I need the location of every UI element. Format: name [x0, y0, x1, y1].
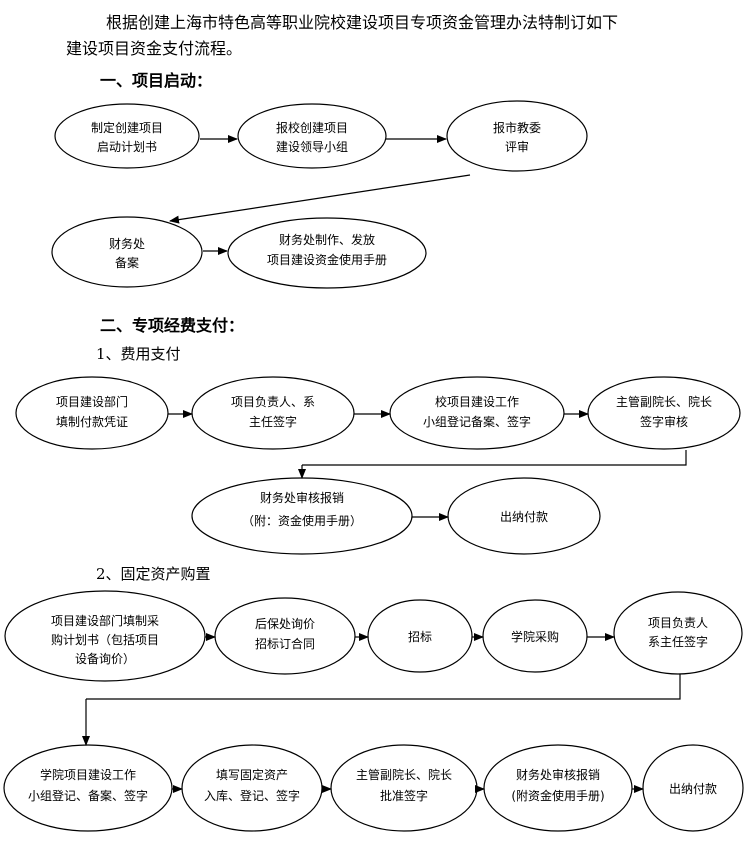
- svg-text:财务处制作、发放项目建设资金使用手册: 财务处制作、发放项目建设资金使用手册: [267, 232, 387, 267]
- svg-text:出纳付款: 出纳付款: [500, 510, 548, 524]
- svg-text:制定创建项目启动计划书: 制定创建项目启动计划书: [91, 120, 163, 154]
- intro-line-2: 建设项目资金支付流程。: [66, 39, 243, 58]
- svg-text:财务处审核报销(附资金使用手册): 财务处审核报销(附资金使用手册): [511, 767, 604, 803]
- section1-arrows: [169, 135, 471, 255]
- node-college-workgroup: 学院项目建设工作小组登记、备案、签字: [3, 744, 173, 832]
- svg-text:校项目建设工作小组登记备案、签字: 校项目建设工作小组登记备案、签字: [423, 394, 531, 429]
- node-cashier-pay: 出纳付款: [447, 477, 601, 555]
- sub1-arrows: [168, 410, 687, 521]
- section1-heading: 一、项目启动：: [100, 71, 213, 90]
- svg-text:报市教委评审: 报市教委评审: [493, 120, 541, 154]
- svg-text:项目建设部门填制采购计划书（包括项目设备询价）: 项目建设部门填制采购计划书（包括项目设备询价）: [51, 613, 159, 666]
- svg-text:财务处审核报销（附：资金使用手册）: 财务处审核报销（附：资金使用手册）: [242, 490, 362, 528]
- node-bidding: 招标: [367, 599, 473, 673]
- svg-text:项目建设部门填制付款凭证: 项目建设部门填制付款凭证: [56, 394, 128, 429]
- svg-text:项目负责人、系主任签字: 项目负责人、系主任签字: [231, 395, 315, 429]
- node-dean-approve: 主管副院长、院长批准签字: [330, 744, 478, 832]
- node-dean-review: 主管副院长、院长签字审核: [587, 376, 741, 450]
- svg-text:招标: 招标: [408, 630, 432, 644]
- intro-line-1: 根据创建上海市特色高等职业院校建设项目专项资金管理办法特制订如下: [106, 13, 619, 32]
- svg-text:财务处备案: 财务处备案: [109, 236, 145, 270]
- svg-text:主管副院长、院长签字审核: 主管副院长、院长签字审核: [616, 394, 712, 429]
- node-finance-reimburse-2: 财务处审核报销(附资金使用手册): [483, 744, 633, 832]
- node-finance-record: 财务处备案: [51, 216, 203, 288]
- svg-text:主管副院长、院长批准签字: 主管副院长、院长批准签字: [356, 767, 452, 803]
- intro-paragraph: 根据创建上海市特色高等职业院校建设项目专项资金管理办法特制订如下建设项目资金支付…: [66, 10, 706, 62]
- svg-text:项目负责人系主任签字: 项目负责人系主任签字: [648, 616, 708, 649]
- node-payment-voucher: 项目建设部门填制付款凭证: [15, 376, 169, 450]
- svg-text:报校创建项目建设领导小组: 报校创建项目建设领导小组: [276, 120, 348, 154]
- node-funds-manual: 财务处制作、发放项目建设资金使用手册: [227, 217, 427, 289]
- section2-heading: 二、专项经费支付：: [100, 316, 245, 335]
- node-logistics-inquiry: 后保处询价招标订合同: [214, 597, 356, 675]
- node-college-purchase: 学院采购: [482, 599, 588, 673]
- sub2-arrows: [82, 633, 681, 793]
- node-start-plan: 制定创建项目启动计划书: [54, 103, 200, 169]
- svg-text:出纳付款: 出纳付款: [669, 782, 717, 796]
- node-asset-register: 填写固定资产入库、登记、签字: [181, 744, 323, 832]
- node-finance-reimburse: 财务处审核报销（附：资金使用手册）: [191, 477, 413, 555]
- sub2-title: 2、固定资产购置: [96, 565, 211, 583]
- svg-text:后保处询价招标订合同: 后保处询价招标订合同: [255, 617, 315, 651]
- svg-text:学院采购: 学院采购: [511, 629, 559, 644]
- node-purchase-plan: 项目建设部门填制采购计划书（包括项目设备询价）: [4, 590, 206, 682]
- svg-text:学院项目建设工作小组登记、备案、签字: 学院项目建设工作小组登记、备案、签字: [28, 767, 148, 803]
- node-workgroup-register: 校项目建设工作小组登记备案、签字: [389, 376, 565, 450]
- node-city-review: 报市教委评审: [446, 100, 588, 172]
- svg-text:填写固定资产入库、登记、签字: 填写固定资产入库、登记、签字: [204, 767, 300, 803]
- node-pm-sign: 项目负责人、系主任签字: [191, 376, 355, 450]
- sub1-title: 1、费用支付: [96, 345, 181, 363]
- node-pm-dept-sign: 项目负责人系主任签字: [613, 591, 743, 675]
- node-leadership-group: 报校创建项目建设领导小组: [237, 103, 387, 169]
- node-cashier-pay-2: 出纳付款: [642, 744, 744, 832]
